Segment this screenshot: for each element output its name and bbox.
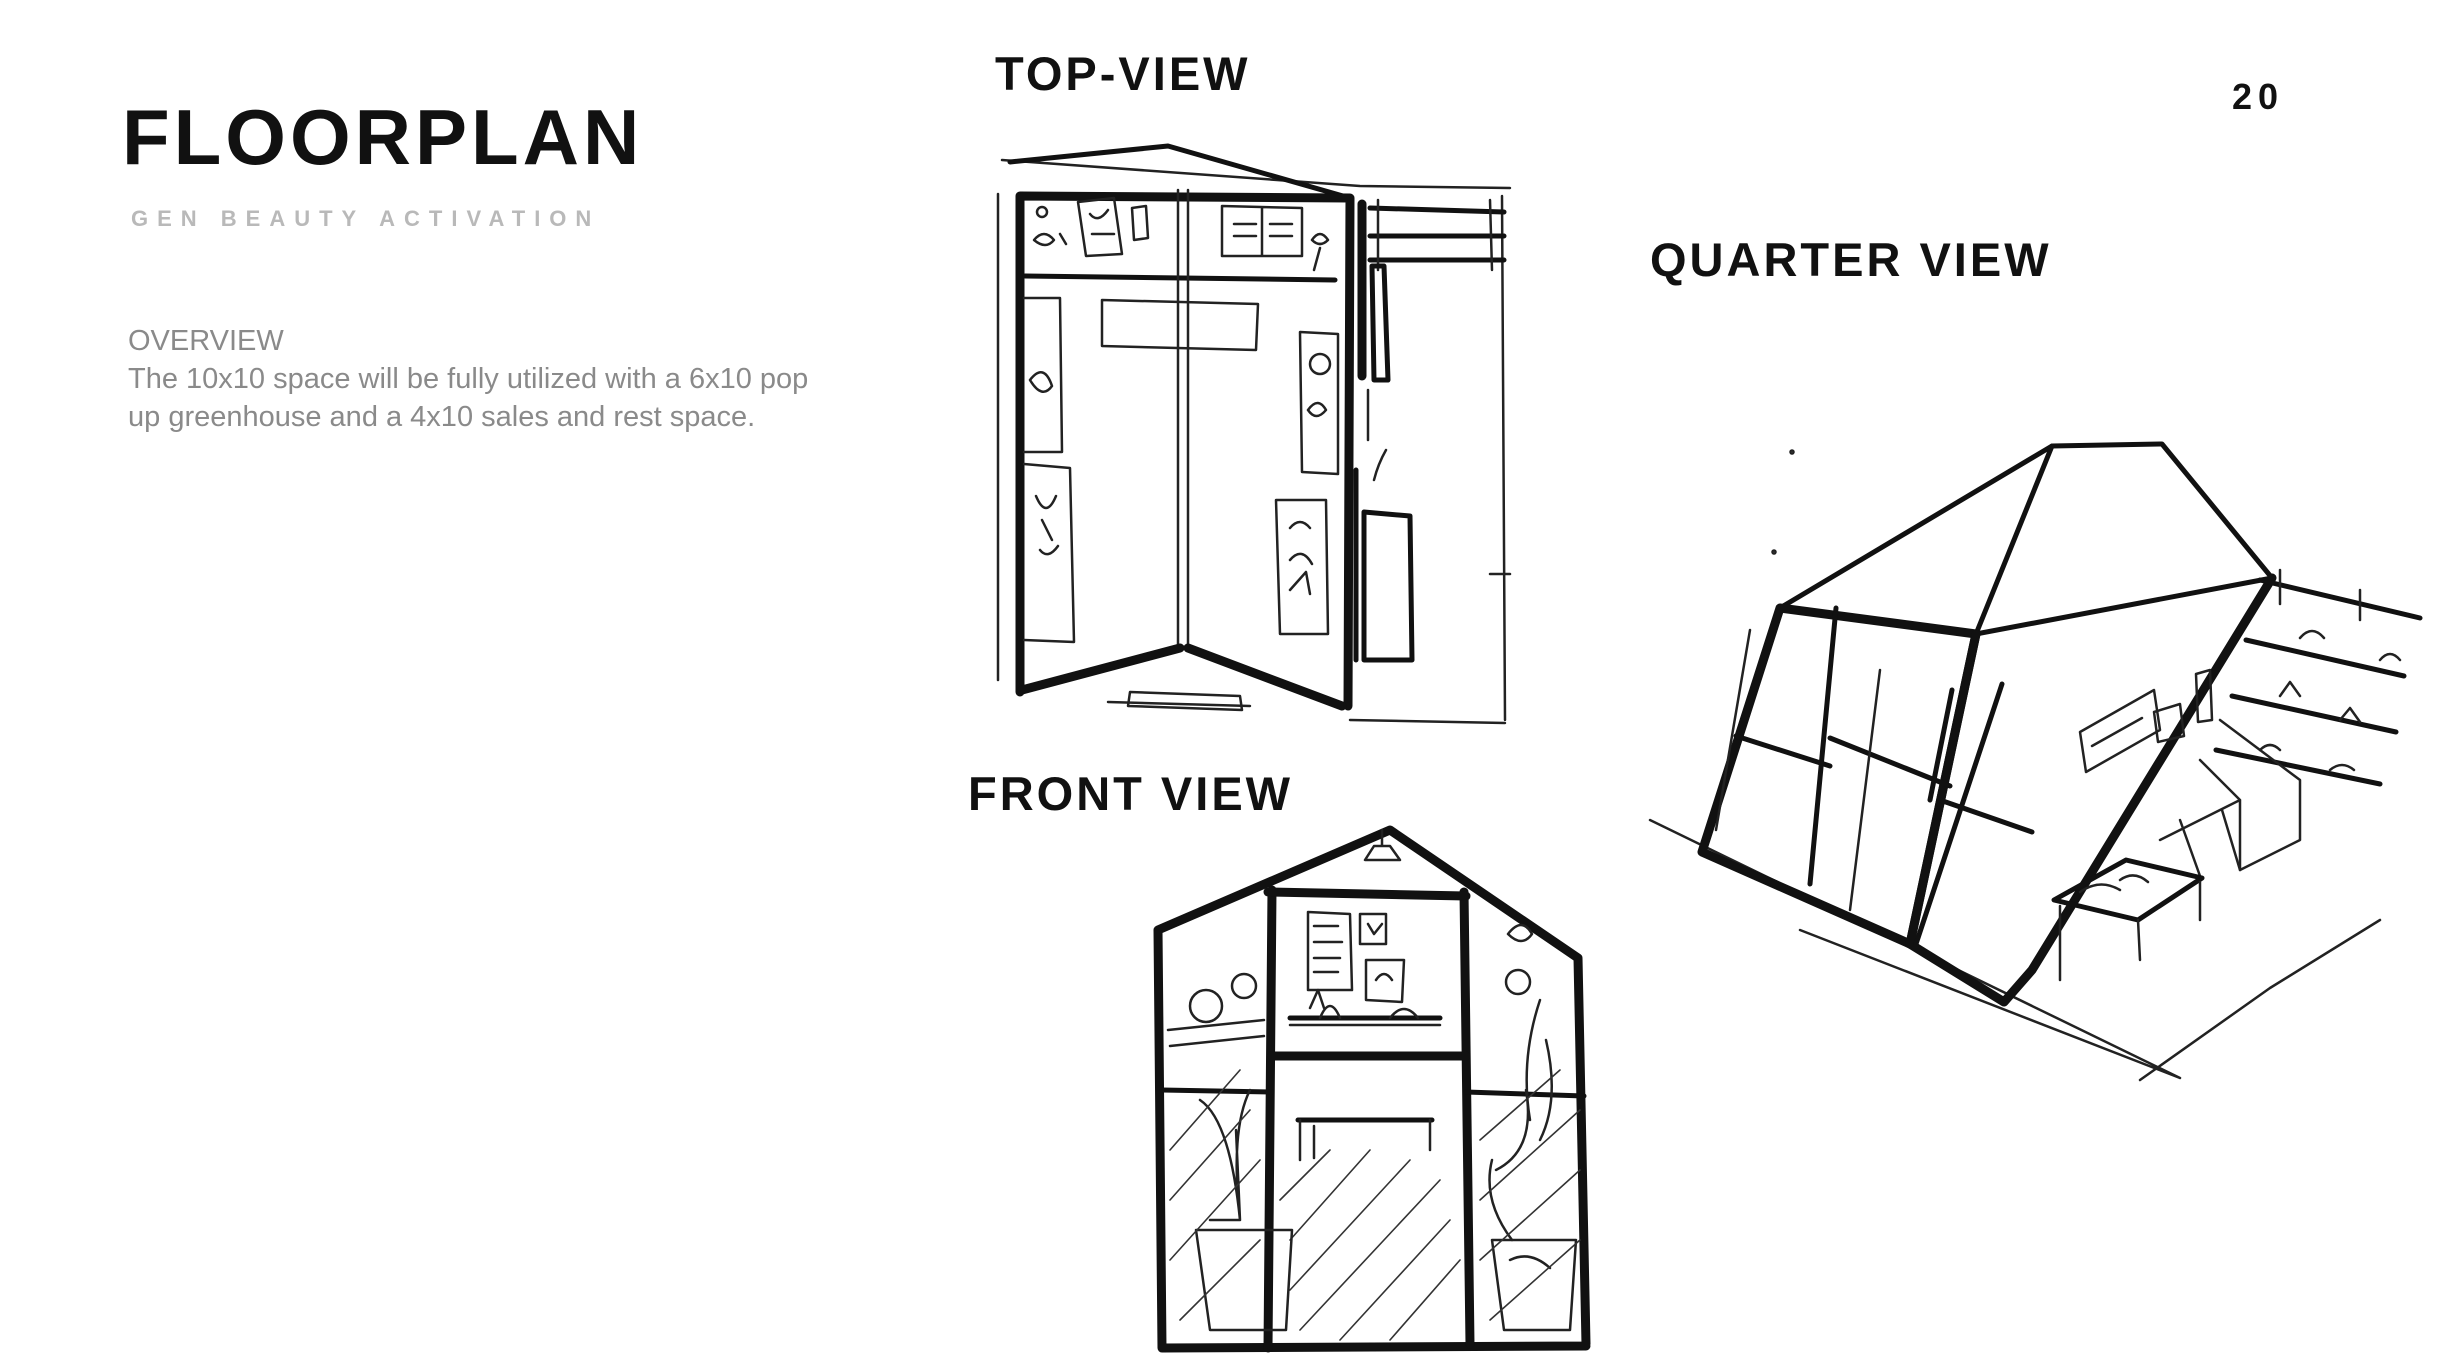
front-view-sketch <box>1153 825 1591 1353</box>
front-view-label: FRONT VIEW <box>968 767 1294 820</box>
overview-body: The 10x10 space will be fully utilized w… <box>128 363 809 433</box>
top-view-sketch <box>996 143 1512 725</box>
slide-title: FLOORPLAN <box>122 93 644 181</box>
slide-subtitle: GEN BEAUTY ACTIVATION <box>131 206 601 231</box>
page-number: 20 <box>2232 76 2285 117</box>
quarter-view-label: QUARTER VIEW <box>1650 233 2052 286</box>
quarter-view-sketch <box>1648 441 2423 1082</box>
top-view-label: TOP-VIEW <box>995 47 1251 100</box>
overview-block: OVERVIEW The 10x10 space will be fully u… <box>128 322 828 436</box>
overview-heading: OVERVIEW <box>128 325 284 357</box>
